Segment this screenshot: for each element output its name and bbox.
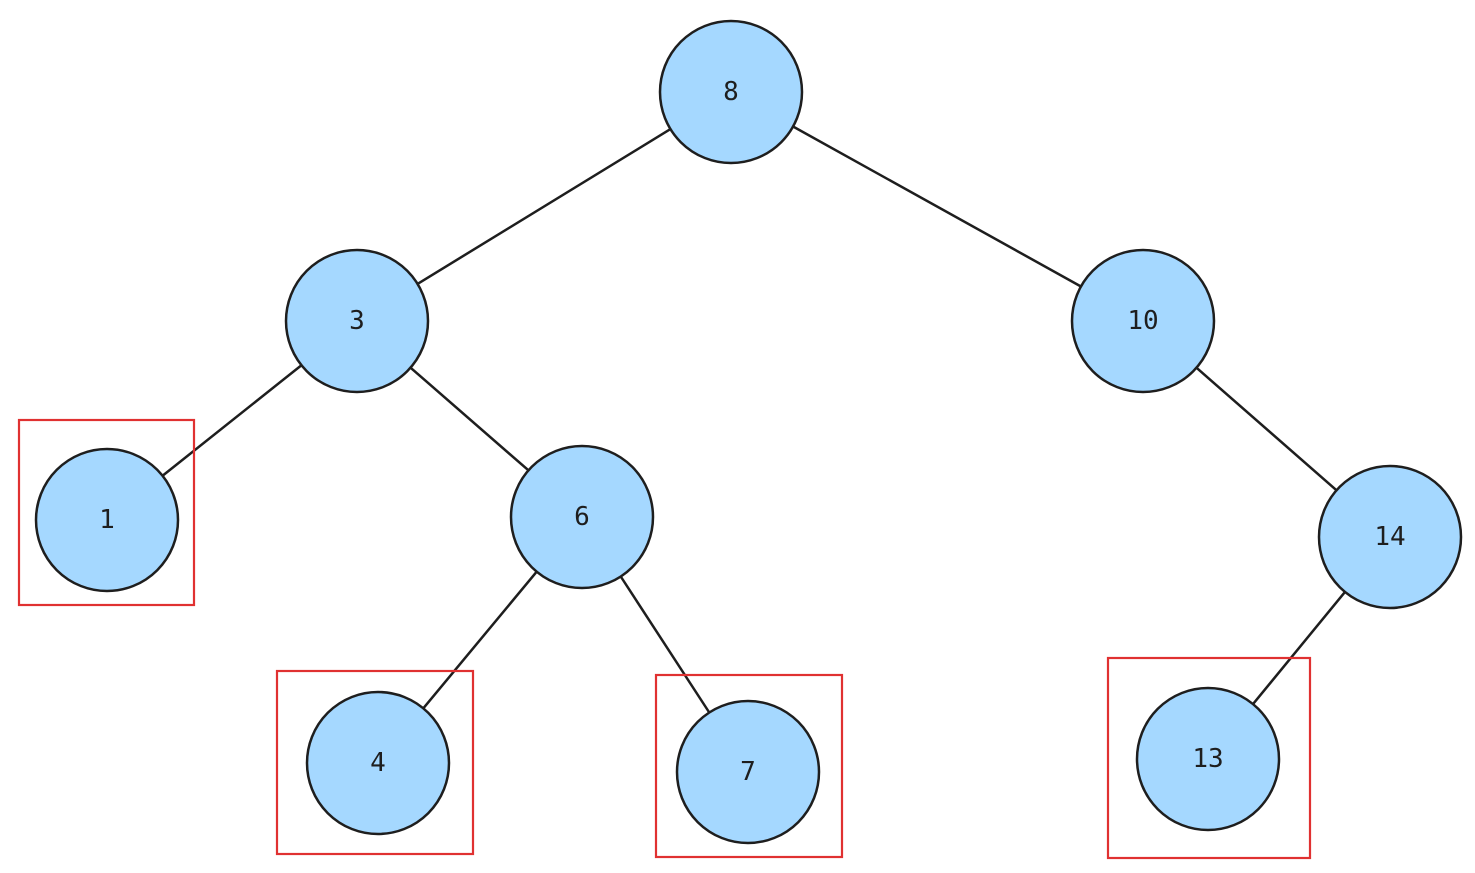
node-label: 1	[99, 505, 115, 535]
edge-n10-n14	[1195, 366, 1338, 492]
tree-node-13: 13	[1135, 686, 1281, 832]
node-circle	[658, 19, 804, 165]
node-label: 13	[1192, 744, 1223, 774]
tree-node-3: 3	[284, 248, 430, 394]
edge-n6-n7	[619, 575, 711, 714]
node-label: 7	[740, 757, 756, 787]
tree-node-7: 7	[675, 699, 821, 845]
tree-node-4: 4	[305, 690, 451, 836]
tree-node-10: 10	[1070, 248, 1216, 394]
node-label: 8	[723, 77, 739, 107]
node-circle	[1135, 686, 1281, 832]
nodes-layer: 8 3 10 1 6 14 4 7 13	[34, 19, 1463, 845]
node-label: 10	[1127, 306, 1158, 336]
tree-node-8: 8	[658, 19, 804, 165]
tree-node-14: 14	[1317, 464, 1463, 610]
edge-n8-n3	[416, 127, 672, 286]
node-circle	[284, 248, 430, 394]
edge-n6-n4	[422, 570, 538, 710]
node-circle	[1070, 248, 1216, 394]
edge-n14-n13	[1251, 590, 1347, 706]
node-circle	[305, 690, 451, 836]
edge-n3-n1	[161, 363, 303, 478]
highlight-box-4	[275, 669, 475, 856]
node-label: 6	[574, 502, 590, 532]
node-circle	[509, 444, 655, 590]
node-circle	[1317, 464, 1463, 610]
tree-node-6: 6	[509, 444, 655, 590]
highlight-box-13	[1106, 656, 1312, 860]
edge-n8-n10	[791, 125, 1083, 288]
node-circle	[675, 699, 821, 845]
highlight-boxes-layer	[17, 418, 1312, 860]
node-circle	[34, 447, 180, 593]
node-label: 3	[349, 306, 365, 336]
highlight-box-7	[654, 673, 844, 859]
node-label: 4	[370, 748, 386, 778]
highlight-box-1	[17, 418, 196, 607]
node-label: 14	[1374, 522, 1405, 552]
edge-n3-n6	[409, 366, 530, 472]
edges-layer	[161, 125, 1347, 714]
tree-node-1: 1	[34, 447, 180, 593]
